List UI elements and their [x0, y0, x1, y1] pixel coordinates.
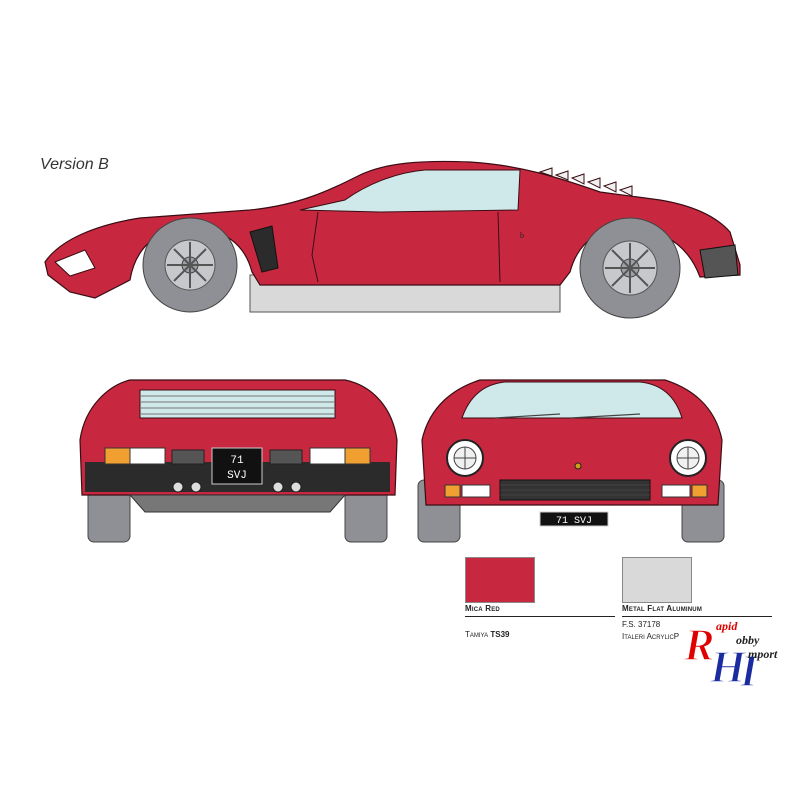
swatch-mica-red-rule [465, 616, 615, 617]
front-badge [574, 462, 582, 470]
front-plate-text: 71 SVJ [556, 516, 592, 527]
svg-text:obby: obby [736, 633, 760, 647]
side-view: b [44, 160, 741, 319]
side-rear-wheel [579, 217, 681, 319]
svg-text:I: I [739, 645, 760, 690]
side-window [299, 169, 521, 213]
svg-text:apid: apid [716, 619, 738, 633]
side-intake [249, 225, 279, 273]
front-view: 71 SVJ [417, 379, 725, 543]
swatch-aluminum-name: Metal Flat Aluminum [622, 604, 703, 613]
side-front-wheel [142, 217, 238, 313]
svg-text:R: R [683, 619, 715, 670]
rear-view: 71 SVJ [79, 379, 398, 543]
rear-right-amber [344, 447, 371, 465]
swatch-mica-red-brand-line: Tamiya TS39 [465, 630, 509, 639]
swatch-mica-red-name: Mica Red [465, 604, 500, 613]
side-badge: b [520, 231, 524, 240]
rear-plate-line2: SVJ [227, 470, 247, 482]
front-right-headlight [669, 439, 707, 477]
door-line [311, 211, 501, 283]
rear-left-amber [104, 447, 131, 465]
rear-plate-line1: 71 [230, 455, 244, 467]
svg-text:mport: mport [748, 647, 778, 661]
rear-panel [699, 244, 739, 279]
svg-text:H: H [709, 641, 747, 690]
swatch-aluminum-brand: Italeri AcrylicP [622, 632, 680, 641]
rear-exhausts [172, 481, 302, 493]
version-label: Version B [40, 156, 109, 173]
rear-right-light [309, 447, 346, 465]
front-left-headlight [446, 439, 484, 477]
swatch-aluminum [622, 557, 692, 603]
rhi-watermark-logo: R H I apid obby mport [682, 618, 778, 690]
windshield [461, 381, 683, 419]
swatch-aluminum-fs: F.S. 37178 [622, 620, 661, 629]
front-plate [539, 511, 609, 527]
front-lamp [54, 249, 96, 277]
swatch-mica-red [465, 557, 535, 603]
swatch-aluminum-rule [622, 616, 772, 617]
rear-plate [211, 447, 263, 485]
rear-louvers [538, 167, 633, 197]
swatch-mica-red-brand: Tamiya [465, 630, 489, 639]
rear-left-light [129, 447, 166, 465]
swatch-mica-red-code: TS39 [490, 630, 510, 639]
rear-louver-window [139, 389, 336, 419]
